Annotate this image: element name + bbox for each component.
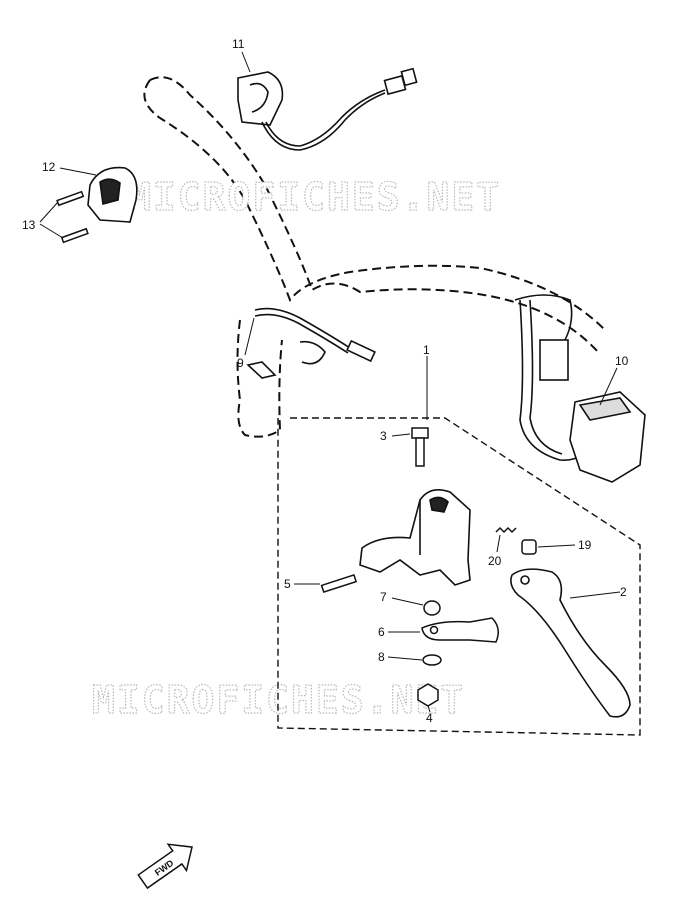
part-6-link-plate	[421, 617, 499, 643]
part-9-clutch-switch	[246, 307, 376, 379]
callout-3: 3	[380, 429, 387, 443]
assembly-frame	[277, 417, 641, 736]
callout-5: 5	[284, 577, 291, 591]
watermark-top: MICROFICHES.NET	[128, 175, 501, 219]
callout-11: 11	[232, 37, 245, 51]
callout-8: 8	[378, 650, 385, 664]
callout-9: 9	[237, 356, 244, 370]
callout-labels: 1 2 3 4 5 6 7 8 9 10 11 12 13 19 20	[22, 37, 629, 725]
callout-13: 13	[22, 218, 36, 232]
part-1-lever-bracket	[359, 489, 471, 586]
callout-4: 4	[426, 711, 433, 725]
part-5-bolt	[320, 573, 358, 594]
part-8-washer	[422, 654, 442, 666]
leader-lines	[39, 51, 621, 713]
part-11-switch-assembly	[237, 67, 418, 151]
part-10-switch-assembly	[514, 294, 646, 483]
handlebar-outline	[143, 76, 606, 438]
callout-20: 20	[488, 554, 502, 568]
part-13-screws	[56, 190, 89, 244]
part-19-pin	[521, 539, 537, 555]
callout-19: 19	[578, 538, 592, 552]
callout-10: 10	[615, 354, 629, 368]
part-7-collar	[423, 600, 441, 616]
part-20-spring	[495, 526, 517, 534]
callout-12: 12	[42, 160, 56, 174]
callout-6: 6	[378, 625, 385, 639]
callout-7: 7	[380, 590, 387, 604]
callout-1: 1	[423, 343, 430, 357]
part-2-lever	[510, 568, 631, 718]
callout-2: 2	[620, 585, 627, 599]
fwd-arrow-icon: FWD	[137, 843, 193, 890]
part-3-bolt	[411, 427, 429, 467]
part-12-switch-housing	[87, 166, 138, 223]
part-4-nut	[417, 683, 439, 707]
